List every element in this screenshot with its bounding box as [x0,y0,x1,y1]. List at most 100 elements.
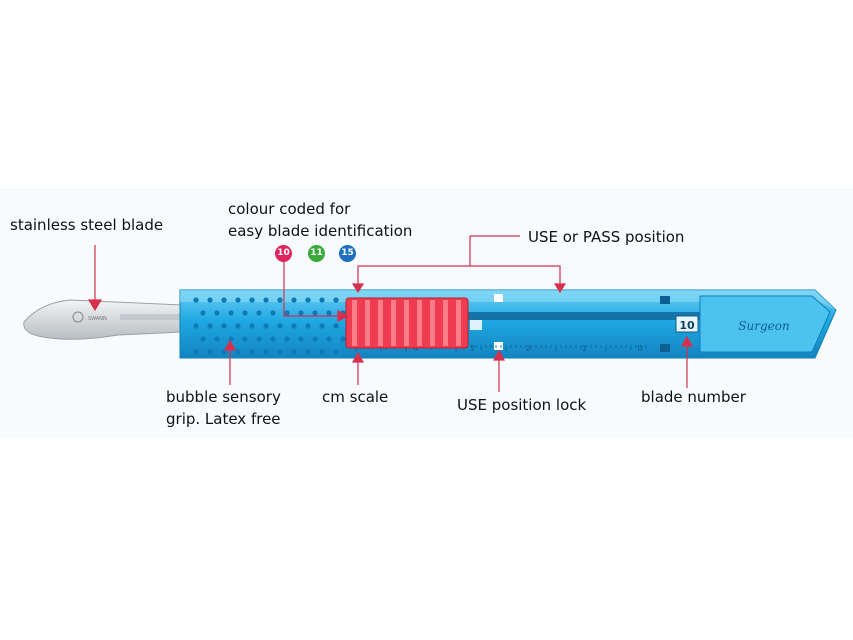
grip-bubble [277,349,283,355]
grip-bubble [305,323,311,329]
badge-blade-11: 11 [308,245,325,262]
grip-bubble [249,297,255,303]
blade-number-window [675,315,699,333]
grip-bubble [235,323,241,329]
callout-use-pass [357,265,561,290]
grip-bubble [291,297,297,303]
stainless-steel-blade: SWANN [23,299,183,340]
grip-bubble [193,323,199,329]
grip-bubble [200,310,206,316]
grip-bubble [214,310,220,316]
label-cm-scale: cm scale [322,388,389,406]
grip-bubble [242,310,248,316]
bubble-grip [193,297,346,355]
grip-bubble [312,336,318,342]
grip-bubble [235,297,241,303]
grip-bubble [305,297,311,303]
window-bottom [660,344,670,352]
grip-bubble [333,323,339,329]
blade-slot [120,314,182,320]
grip-bubble [291,349,297,355]
use-position-lock [494,342,503,350]
label-use-position-lock: USE position lock [457,396,587,414]
scale-number: 2 [525,344,530,353]
slider-track [352,312,700,320]
grip-bubble [242,336,248,342]
grip-bubble [235,349,241,355]
scalpel-handle: 43210 10 Surgeon [179,289,837,359]
arrow-use-pass-left [351,283,365,294]
blade-logo-icon [72,311,84,323]
label-bubble-line1: bubble sensory [166,388,281,406]
blade-mark-text: SWANN [88,316,107,322]
label-bubble-line2: grip. Latex free [166,410,281,428]
arrow-lock [492,349,506,361]
label-use-or-pass: USE or PASS position [528,228,685,246]
label-bubble-grip: bubble sensory grip. Latex free [166,386,281,430]
grip-bubble [277,323,283,329]
grip-bubble [305,349,311,355]
grip-bubble [193,297,199,303]
scale-number: 3 [469,344,474,353]
window-top [660,296,670,304]
grip-bubble [277,297,283,303]
grip-bubble [263,323,269,329]
callout-lines [87,235,694,392]
grip-bubble [333,297,339,303]
grip-bubble [326,336,332,342]
arrow-colour [337,310,350,322]
label-blade-number: blade number [641,388,746,406]
grip-bubble [221,297,227,303]
grip-bubble [256,310,262,316]
grip-bubble [340,336,346,342]
slider-ridge [443,300,448,346]
grip-bubble [333,349,339,355]
slider-ridge [391,300,396,346]
scale-number: 1 [581,344,586,353]
grip-bubble [228,336,234,342]
grip-bubble [319,323,325,329]
grip-bubble [291,323,297,329]
slider-ridge [456,300,461,346]
blade-number-text: 10 [679,319,695,332]
grip-bubble [200,336,206,342]
slider-ridge [430,300,435,346]
grip-bubble [228,310,234,316]
grip-bubble [319,297,325,303]
label-colour-coded: colour coded for easy blade identificati… [228,198,412,242]
use-notch [470,320,482,330]
grip-bubble [207,323,213,329]
grip-bubble [284,336,290,342]
blade-slider[interactable] [345,297,469,349]
grip-bubble [256,336,262,342]
slider-ridge [404,300,409,346]
grip-bubble [221,323,227,329]
slider-ridge [378,300,383,346]
grip-bubble [207,297,213,303]
grip-bubble [193,349,199,355]
label-colour-line1: colour coded for [228,200,351,218]
grip-bubble [298,336,304,342]
grip-bubble [249,323,255,329]
grip-bubble [221,349,227,355]
grip-bubble [263,349,269,355]
label-stainless-steel-blade: stainless steel blade [10,216,164,234]
grip-bubble [319,349,325,355]
grip-bubble [326,310,332,316]
slider-ridge [365,300,370,346]
grip-bubble [270,336,276,342]
scale-number: 0 [637,344,642,353]
slider-ridge [417,300,422,346]
grip-bubble [214,336,220,342]
grip-bubble [207,349,213,355]
slider-ridge [352,300,357,346]
grip-bubble [312,310,318,316]
grip-bubble [249,349,255,355]
badge-blade-15: 15 [339,245,356,262]
grip-bubble [284,310,290,316]
brand-text: Surgeon [738,319,789,333]
arrow-use-pass-right [553,283,567,294]
callout-colour [283,262,340,317]
pass-window [494,294,503,302]
